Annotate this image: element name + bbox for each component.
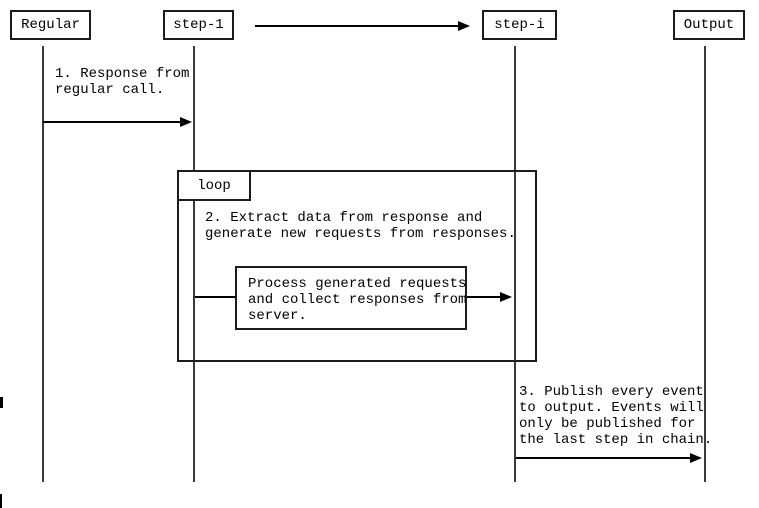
participant-box-regular: Regular xyxy=(10,10,91,40)
arrow-step1-to-stepi-line xyxy=(255,25,459,27)
participant-box-step-1: step-1 xyxy=(163,10,234,40)
participant-label-step-i: step-i xyxy=(494,17,545,33)
loop-frame: loop xyxy=(177,170,537,362)
lifeline-regular xyxy=(42,46,44,482)
lifeline-step-1 xyxy=(193,46,195,482)
participant-box-output: Output xyxy=(673,10,745,40)
process-box: Process generated requests and collect r… xyxy=(235,266,467,330)
bottom-left-edge-artifact xyxy=(0,494,2,508)
message-1-arrow-line xyxy=(43,121,181,123)
process-arrow-line xyxy=(467,296,501,298)
lifeline-output xyxy=(704,46,706,482)
loop-label-box: loop xyxy=(179,172,251,201)
left-edge-artifact xyxy=(0,397,3,408)
message-1-text: 1. Response from regular call. xyxy=(55,66,190,98)
message-3-arrow-line xyxy=(516,457,691,459)
participant-label-output: Output xyxy=(683,17,735,33)
loop-label: loop xyxy=(197,177,231,194)
message-1-arrow-head-icon xyxy=(180,117,192,127)
message-3-text: 3. Publish every event to output. Events… xyxy=(519,384,713,448)
process-connector-line xyxy=(195,296,235,298)
message-3-arrow-head-icon xyxy=(690,453,702,463)
lifeline-step-i xyxy=(514,46,516,482)
participant-label-step-1: step-1 xyxy=(173,17,224,33)
participant-label-regular: Regular xyxy=(21,17,80,33)
process-arrow-head-icon xyxy=(500,292,512,302)
arrow-step1-to-stepi-head-icon xyxy=(458,21,470,31)
message-2-text: 2. Extract data from response and genera… xyxy=(205,210,516,242)
participant-box-step-i: step-i xyxy=(482,10,557,40)
